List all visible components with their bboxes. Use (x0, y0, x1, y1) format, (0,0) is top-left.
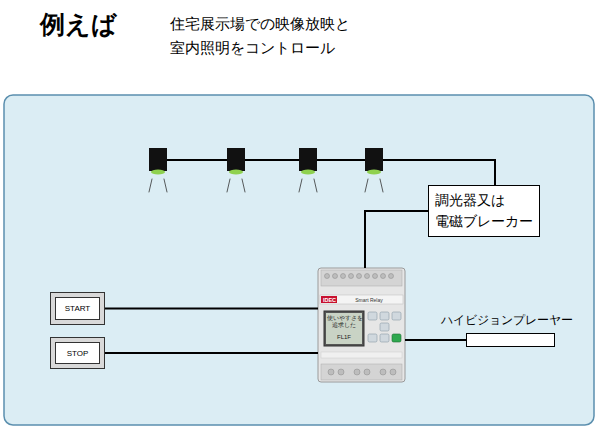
button-label: START (65, 304, 90, 313)
button-face: START (55, 297, 100, 320)
button-face: STOP (55, 342, 100, 364)
plc-unit: IDECSmart Relay 使いやすさを 追求した FL1F (318, 268, 405, 382)
subtitle: 住宅展示場での映像放映と 室内照明をコントロール (170, 12, 362, 60)
ceiling-lamps (149, 148, 383, 192)
player-box: ハイビジョンプレーヤー (466, 333, 555, 347)
signal-wire (105, 352, 318, 354)
screen-text: FL1F (327, 334, 361, 341)
signal-wire (365, 211, 428, 268)
scene-panel (4, 95, 594, 425)
box-label: 調光器又は 電磁ブレーカー (435, 190, 533, 232)
model-label: Smart Relay (339, 297, 399, 303)
device-label: ハイビジョンプレーヤー (441, 312, 573, 329)
dimmer-box: 調光器又は 電磁ブレーカー (428, 185, 540, 237)
button-label: STOP (67, 349, 89, 358)
signal-wire (405, 339, 466, 341)
start-button: START (50, 292, 105, 325)
page-title: 例えば (40, 8, 117, 41)
signal-wire (105, 308, 318, 310)
plc-illustration (318, 268, 405, 382)
brand-label: IDEC (322, 297, 337, 304)
lamp-wire (158, 160, 495, 185)
stop-button: STOP (50, 337, 105, 369)
screen-text: 使いやすさを 追求した (327, 315, 361, 328)
